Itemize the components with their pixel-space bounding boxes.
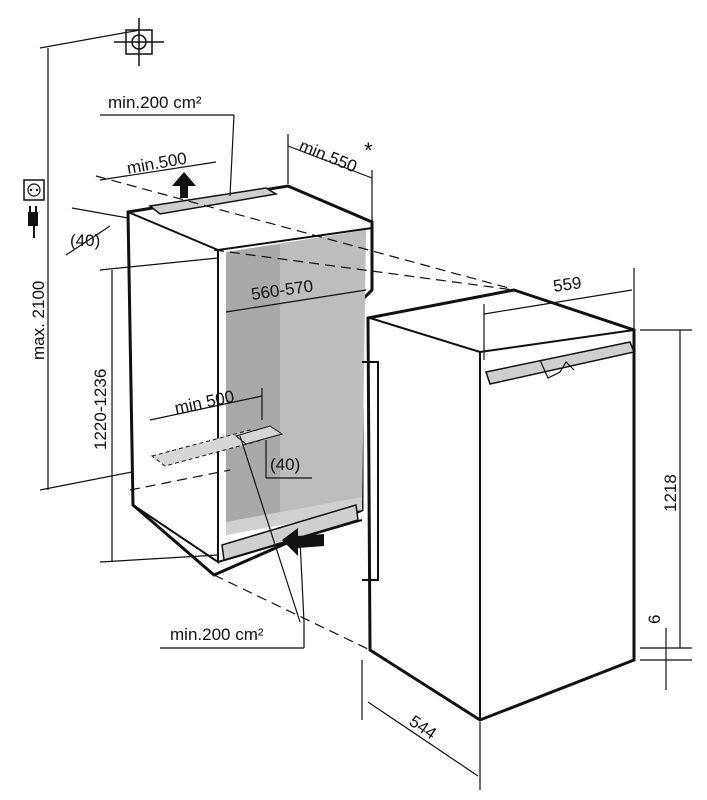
vent-bottom-area-label: min.200 cm² [170,625,264,644]
refrigerator-appliance [362,288,636,722]
appliance-width-label: 559 [552,273,583,296]
base-gap-label: 6 [645,615,664,624]
cabinet-niche [126,184,374,577]
projection-lines [95,175,517,651]
appliance-depth-label: 544 [406,712,440,744]
gap-bottom-label: (40) [270,455,300,474]
floor-vent-opening [150,429,264,467]
leveling-symbol-icon [114,18,164,66]
gap-top-label: (40) [70,231,100,250]
max-height-label: max. 2100 [29,281,48,360]
depth-note-label: * [364,138,373,163]
plug-icon [28,206,38,238]
depth-min-label: min.550 [297,136,360,176]
vent-top-area-label: min.200 cm² [108,93,202,112]
vent-top-depth-label: min.500 [125,149,188,178]
appliance-height-label: 1218 [661,474,680,512]
bottom-vent-grille [221,504,359,561]
niche-height-label: 1220-1236 [91,369,110,450]
airflow-arrow-icon [172,172,196,198]
airflow-arrow-icon [282,528,324,556]
dimension-lines [39,29,692,790]
top-vent-grille [148,187,279,215]
control-panel [485,341,636,385]
socket-icon [23,179,45,201]
